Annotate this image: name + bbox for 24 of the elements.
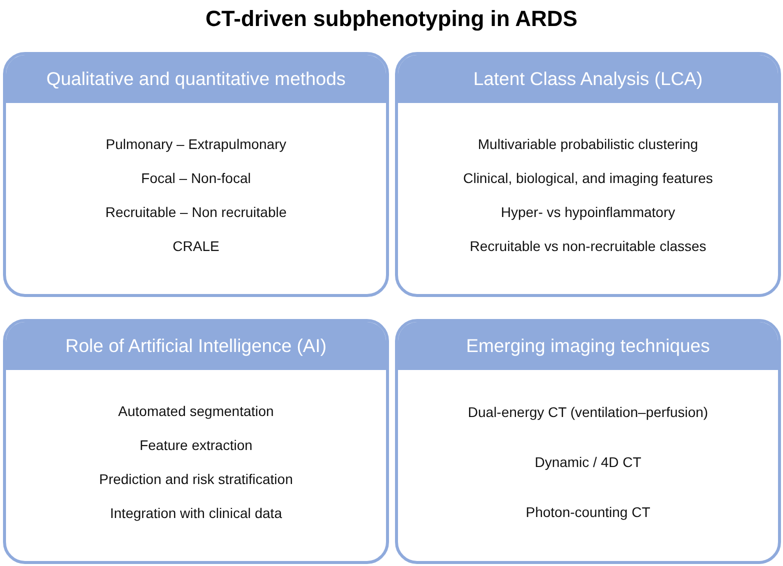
item-text: Dynamic / 4D CT (534, 454, 642, 471)
item-text: Hyper- vs hypoinflammatory (500, 204, 676, 221)
panel (3, 319, 389, 564)
item-text: Dual-energy CT (ventilation–perfusion) (468, 404, 708, 421)
item-text: Prediction and risk stratification (99, 471, 293, 488)
item-text: Integration with clinical data (110, 505, 282, 522)
item-text: Photon-counting CT (526, 504, 650, 521)
item-text: Multivariable probabilistic clustering (478, 136, 698, 153)
panel-header: Role of Artificial Intelligence (AI) (6, 322, 386, 370)
panel-header: Latent Class Analysis (LCA) (398, 55, 778, 103)
panel (395, 319, 781, 564)
item-text: CRALE (172, 238, 220, 255)
panel (395, 52, 781, 297)
item-text: Automated segmentation (118, 403, 274, 420)
item-text: Recruitable vs non-recruitable classes (470, 238, 706, 255)
panel (3, 52, 389, 297)
item-text: Focal – Non-focal (141, 170, 251, 187)
item-text: Feature extraction (140, 437, 252, 454)
item-text: Pulmonary – Extrapulmonary (106, 136, 286, 153)
diagram-title: CT-driven subphenotyping in ARDS (206, 6, 578, 32)
panel-header: Emerging imaging techniques (398, 322, 778, 370)
item-text: Clinical, biological, and imaging features (463, 170, 713, 187)
panel-header: Qualitative and quantitative methods (6, 55, 386, 103)
item-text: Recruitable – Non recruitable (105, 204, 287, 221)
